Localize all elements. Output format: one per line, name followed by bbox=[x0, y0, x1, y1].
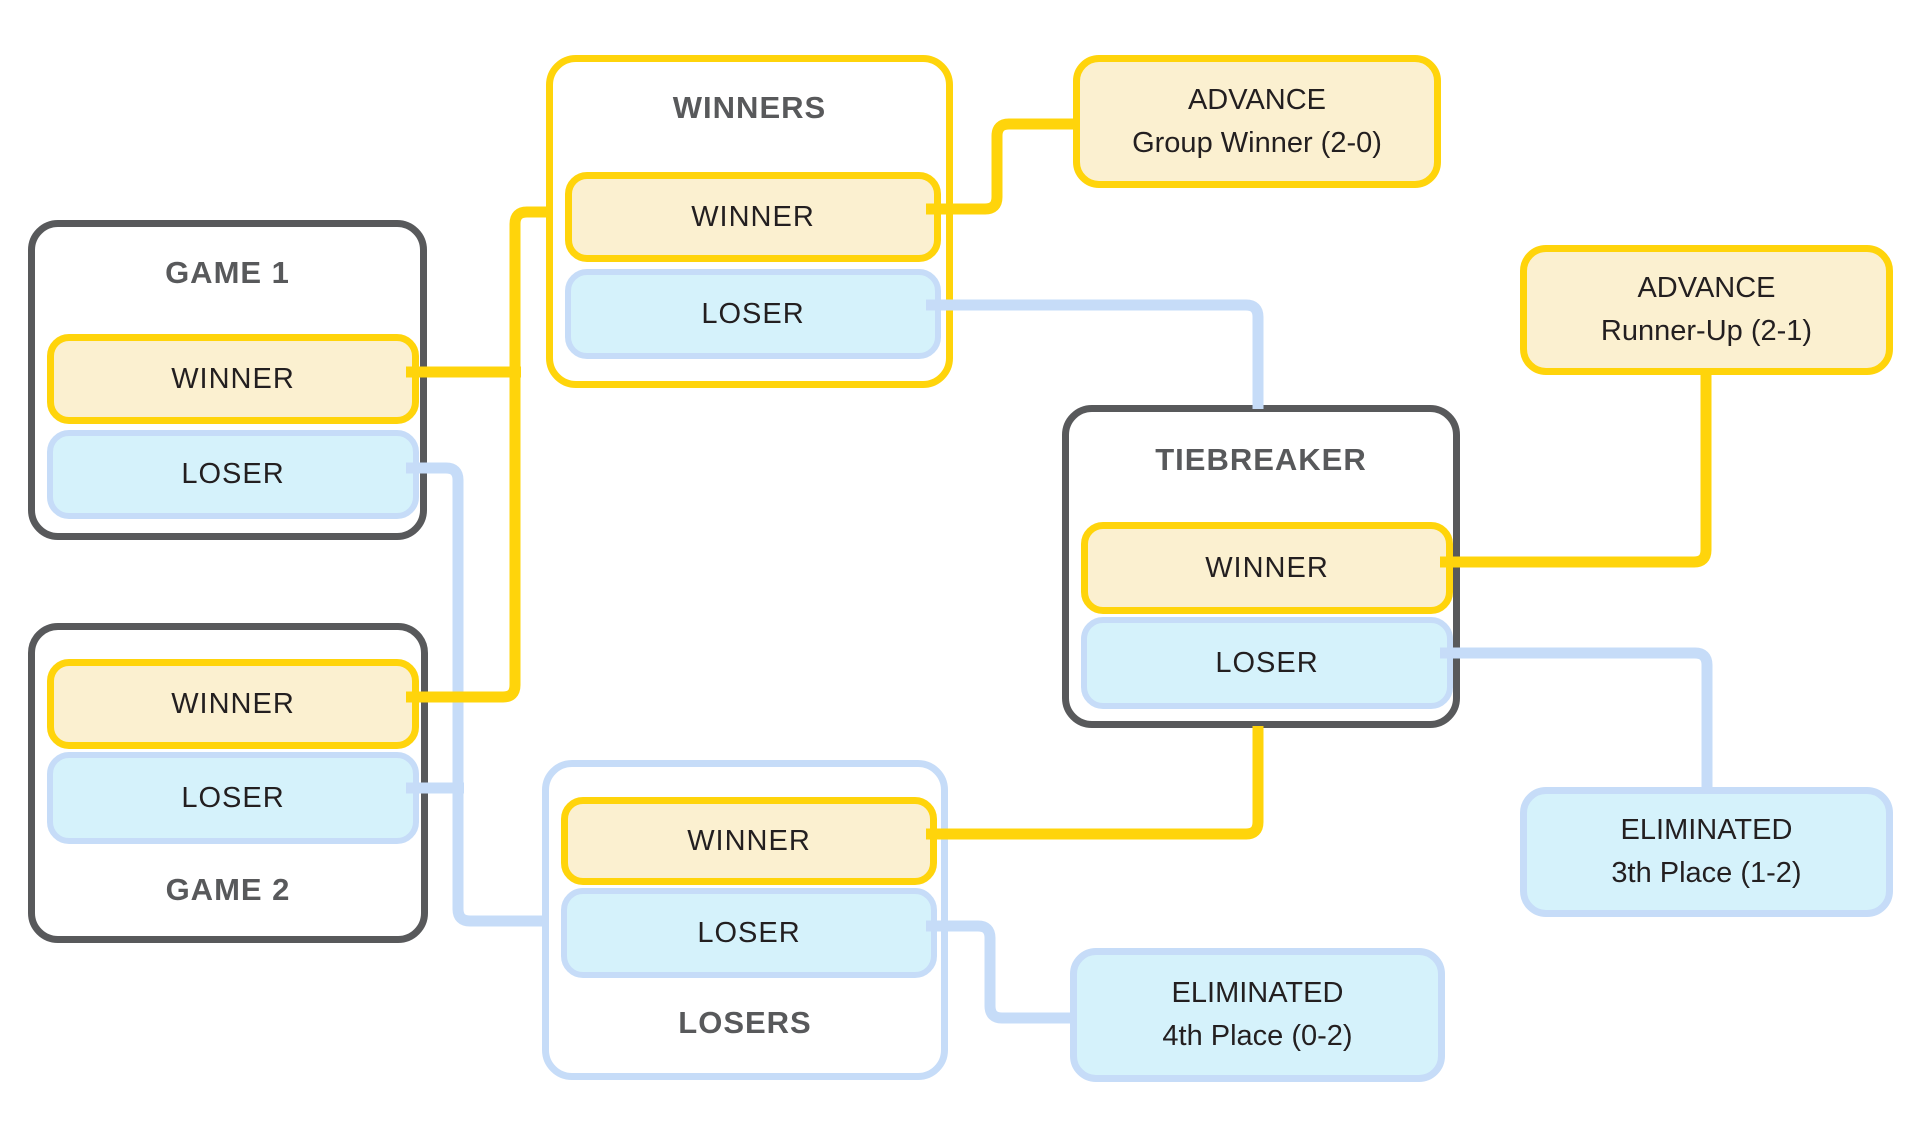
losers-loser-pill: LOSER bbox=[561, 888, 937, 978]
winners-winner-label: WINNER bbox=[691, 200, 815, 233]
game1-loser-pill: LOSER bbox=[47, 430, 419, 519]
tiebreaker-loser-label: LOSER bbox=[1215, 646, 1319, 679]
game2-winner-label: WINNER bbox=[171, 687, 295, 720]
game1-winner-pill: WINNER bbox=[47, 334, 419, 424]
game1-title: GAME 1 bbox=[165, 255, 290, 290]
eliminated-fourth-place-box: ELIMINATED 4th Place (0-2) bbox=[1070, 948, 1445, 1082]
tiebreaker-box: TIEBREAKER WINNER LOSER bbox=[1062, 405, 1460, 728]
eliminated-fourth-place-line2: 4th Place (0-2) bbox=[1162, 1020, 1353, 1052]
game1-winner-label: WINNER bbox=[171, 362, 295, 395]
game2-winner-pill: WINNER bbox=[47, 659, 419, 749]
game2-title: GAME 2 bbox=[165, 872, 291, 907]
losers-box: WINNER LOSER LOSERS bbox=[542, 760, 948, 1080]
game2-box: WINNER LOSER GAME 2 bbox=[28, 623, 428, 943]
winners-title: WINNERS bbox=[672, 90, 827, 125]
game2-loser-pill: LOSER bbox=[47, 752, 419, 844]
losers-loser-label: LOSER bbox=[697, 916, 801, 949]
losers-title: LOSERS bbox=[678, 1005, 812, 1040]
eliminated-third-place-line2: 3th Place (1-2) bbox=[1611, 857, 1802, 889]
game1-loser-label: LOSER bbox=[181, 458, 285, 490]
losers-winner-label: WINNER bbox=[687, 824, 811, 857]
advance-runner-up-line1: ADVANCE bbox=[1637, 272, 1776, 304]
connector-losers-loser-to-fourth-place bbox=[926, 920, 1074, 1024]
tiebreaker-title: TIEBREAKER bbox=[1155, 442, 1367, 477]
winners-box: WINNERS WINNER LOSER bbox=[546, 55, 953, 388]
connector-losers-winner-to-tiebreaker bbox=[926, 726, 1264, 840]
advance-runner-up-box: ADVANCE Runner-Up (2-1) bbox=[1520, 245, 1893, 375]
tiebreaker-winner-pill: WINNER bbox=[1081, 522, 1453, 614]
game2-loser-label: LOSER bbox=[181, 781, 285, 814]
connector-game2-winner-to-winners bbox=[406, 206, 548, 703]
eliminated-third-place-box: ELIMINATED 3th Place (1-2) bbox=[1520, 787, 1893, 917]
connector-tiebreaker-loser-to-third-place bbox=[1440, 647, 1713, 791]
advance-group-winner-box: ADVANCE Group Winner (2-0) bbox=[1073, 55, 1441, 188]
tiebreaker-loser-pill: LOSER bbox=[1081, 617, 1453, 709]
eliminated-third-place-line1: ELIMINATED bbox=[1620, 814, 1793, 846]
winners-loser-label: LOSER bbox=[701, 297, 805, 330]
winners-loser-pill: LOSER bbox=[565, 269, 941, 359]
advance-group-winner-line1: ADVANCE bbox=[1187, 83, 1327, 116]
tiebreaker-winner-label: WINNER bbox=[1205, 551, 1329, 584]
advance-runner-up-line2: Runner-Up (2-1) bbox=[1600, 315, 1813, 347]
advance-group-winner-line2: Group Winner (2-0) bbox=[1132, 126, 1382, 159]
eliminated-fourth-place-line1: ELIMINATED bbox=[1171, 977, 1344, 1009]
losers-winner-pill: WINNER bbox=[561, 797, 937, 885]
winners-winner-pill: WINNER bbox=[565, 172, 941, 262]
connector-winners-loser-to-tiebreaker bbox=[926, 299, 1264, 409]
game1-box: GAME 1 WINNER LOSER bbox=[28, 220, 427, 540]
connector-tiebreaker-winner-to-runner-up bbox=[1440, 373, 1712, 568]
